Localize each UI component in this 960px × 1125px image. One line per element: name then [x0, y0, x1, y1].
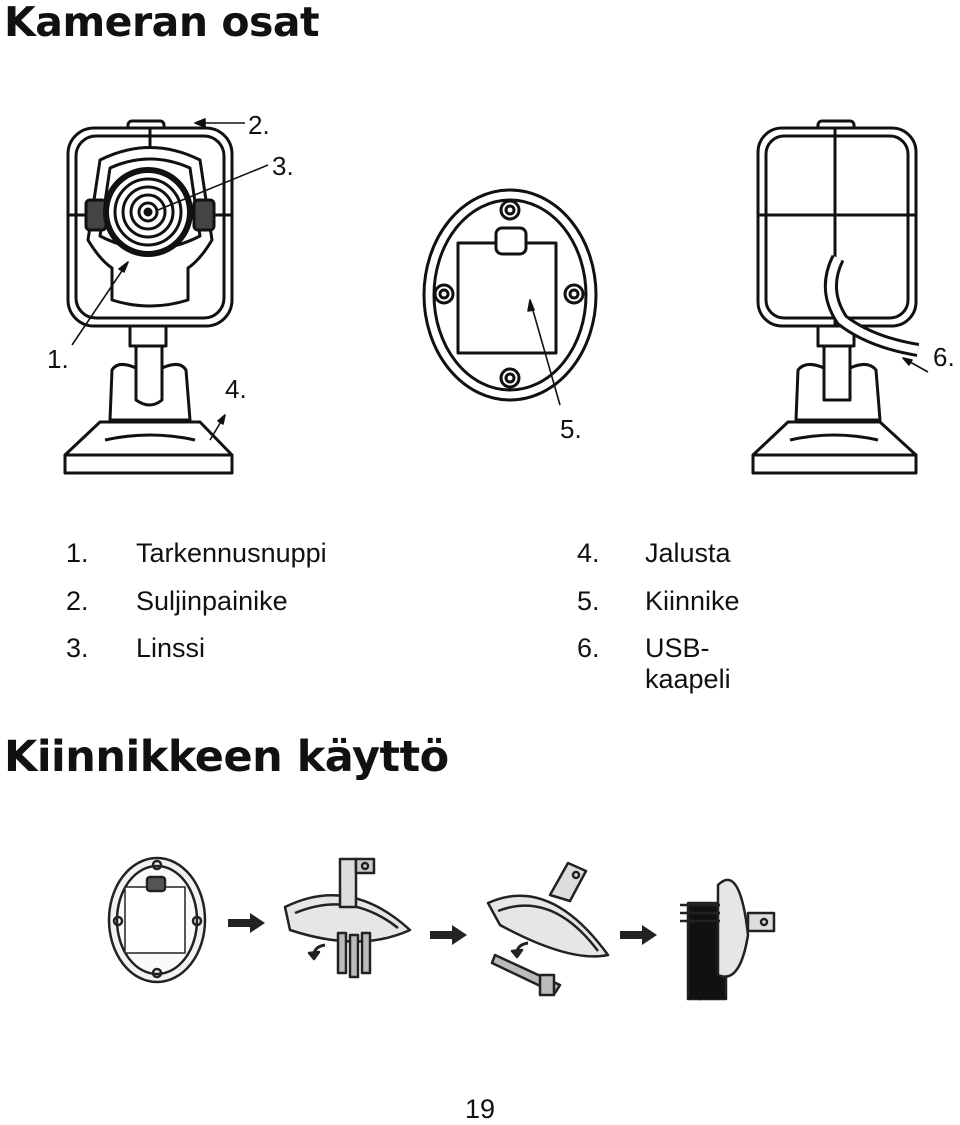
callout-1: 1. [47, 344, 69, 374]
bracket-view [422, 188, 598, 402]
step-2-bracket-tilted [283, 857, 412, 979]
step-1-bracket [107, 856, 207, 984]
step-3-bracket-folded [486, 861, 610, 997]
camera-parts-illustration: 2. 3. 1. 4. 5. 6. [47, 110, 955, 475]
callout-4: 4. [225, 374, 247, 404]
callout-5: 5. [560, 414, 582, 444]
section-title-camera-parts: Kameran osat [4, 0, 320, 46]
camera-front-view [63, 119, 234, 475]
page-number: 19 [464, 1094, 496, 1124]
section-title-bracket-usage: Kiinnikkeen käyttö [4, 732, 449, 782]
callout-6: 6. [933, 342, 955, 372]
callout-3: 3. [272, 151, 294, 181]
arrow-icon [620, 925, 657, 945]
callout-2: 2. [248, 110, 270, 140]
camera-back-view [751, 119, 920, 475]
step-4-bracket-mounted [680, 878, 776, 1001]
bracket-usage-illustration [107, 856, 776, 1001]
arrow-icon [228, 913, 265, 933]
arrow-icon [430, 925, 467, 945]
